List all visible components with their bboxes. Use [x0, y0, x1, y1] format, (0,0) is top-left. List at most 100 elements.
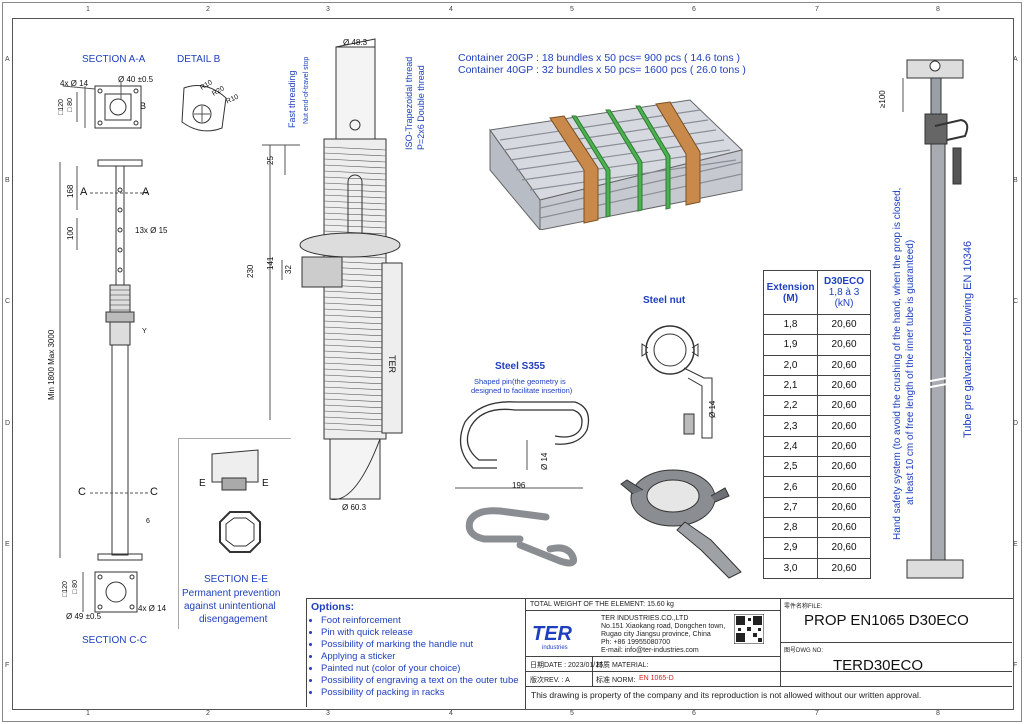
norm-label: 标准 NORM: — [596, 677, 636, 684]
section-ee-title: SECTION E-E — [204, 574, 268, 585]
prop-dim-y: Y — [142, 328, 147, 335]
grid-row-c: C — [5, 298, 11, 305]
table-cell-load: 20,60 — [817, 476, 871, 498]
section-ee-note-1: Permanent prevention — [182, 588, 281, 599]
section-ee-panel — [178, 438, 291, 629]
section-aa-label-b: B — [140, 101, 147, 111]
title-block-line-3 — [525, 671, 1012, 672]
table-cell-load: 20,60 — [817, 395, 871, 417]
grid-col-7: 7 — [815, 6, 819, 13]
table-cell-extension: 3,0 — [762, 557, 819, 579]
table-cell-extension: 2,9 — [762, 537, 819, 559]
prop-dim-100: 100 — [66, 226, 75, 240]
thread-view-drawing — [262, 38, 403, 500]
table-header-extension-unit: (M) — [783, 292, 799, 304]
table-cell-load: 20,60 — [817, 435, 871, 458]
material-label: 材质 MATERIAL: — [596, 662, 649, 669]
table-cell-extension: 1,9 — [762, 334, 819, 356]
pin-3d-illustration — [465, 507, 577, 567]
revision: 版次REV. : A — [530, 677, 570, 684]
grid-row-a-right: A — [1013, 56, 1018, 63]
title-block-line-5 — [780, 642, 1012, 643]
detail-b-title: DETAIL B — [177, 54, 221, 65]
section-cc-square-dim: □120 — [62, 581, 69, 597]
thread-dim-top: Ø 48.3 — [343, 38, 368, 47]
table-cell-extension: 2,6 — [762, 476, 819, 498]
section-aa-drawing — [62, 82, 142, 129]
grid-col-2: 2 — [206, 6, 210, 13]
options-title: Options: — [311, 601, 355, 613]
grid-row-e: E — [5, 541, 10, 548]
section-cc-circle-dim: Ø 49 ±0.5 — [66, 612, 102, 621]
section-ee-note-2: against unintentional — [184, 601, 276, 612]
company-address-2: Rugao city Jiangsu province, China — [601, 631, 711, 638]
section-ee-note-3: disengagement — [199, 614, 268, 625]
table-cell-load: 20,60 — [817, 557, 871, 579]
total-weight: TOTAL WEIGHT OF THE ELEMENT: 15.60 kg — [530, 601, 674, 608]
table-cell-extension: 1,8 — [762, 313, 819, 336]
table-cell-extension: 2,7 — [762, 496, 819, 518]
hand-safety-line-2: at least 10 cm of free length of the inn… — [905, 239, 916, 505]
norm-value: EN 1065-D — [639, 675, 674, 682]
grid-row-a: A — [5, 56, 10, 63]
steel-pin-note-1: Shaped pin(the geometry is — [474, 377, 566, 386]
company-email: E-mail: info@ter-industries.com — [601, 647, 699, 654]
thread-dim-32: 32 — [284, 265, 293, 274]
grid-col-4-bottom: 4 — [449, 710, 453, 717]
thread-nut-stop: Nut end-of-travel stop — [303, 56, 310, 124]
section-cc-inner-dim: □ 80 — [72, 580, 79, 594]
table-cell-load: 20,60 — [817, 537, 871, 559]
steel-pin-drawing — [455, 401, 590, 489]
section-cc-holes-dim: 4x Ø 14 — [138, 604, 167, 613]
table-cell-load: 20,60 — [817, 374, 871, 397]
qr-code-icon — [734, 614, 764, 644]
thread-dim-25: 25 — [266, 156, 275, 165]
section-ee-e-left: E — [199, 478, 206, 489]
title-block-line-4 — [525, 686, 1012, 687]
prop-section-c-left: C — [78, 486, 86, 498]
dwg-value: TERD30ECO — [833, 657, 924, 674]
section-cc-drawing — [82, 571, 138, 613]
right-dim-100: ≥100 — [878, 90, 887, 108]
steel-nut-dim: Ø 14 — [708, 400, 717, 418]
table-cell-extension: 2,0 — [762, 354, 819, 376]
grid-col-6: 6 — [692, 6, 696, 13]
prop-section-c-right: C — [150, 486, 158, 498]
table-cell-load: 20,60 — [817, 354, 871, 376]
grid-col-8: 8 — [936, 6, 940, 13]
table-cell-extension: 2,5 — [762, 456, 819, 478]
grid-row-f: F — [5, 662, 10, 669]
section-aa-circle-dim: Ø 40 ±0.5 — [118, 75, 154, 84]
tube-galvanized-note: Tube pre galvanized following EN 10346 — [962, 240, 974, 438]
table-header-unit: (kN) — [834, 298, 854, 309]
file-label: 零件名称FILE: — [784, 604, 823, 610]
prop-dim-minmax: Min 1800 Max 3000 — [47, 329, 56, 400]
company-name: TER INDUSTRIES.CO.,LTD — [601, 615, 689, 622]
section-ee-drawing — [211, 449, 261, 553]
steel-nut-drawing — [641, 325, 713, 439]
thread-dim-141: 141 — [266, 256, 275, 270]
grid-col-5: 5 — [570, 6, 574, 13]
prop-dim-holes: 13x Ø 15 — [135, 226, 168, 235]
options-item: Painted nut (color of your choice) — [321, 663, 525, 675]
thread-brand: TER — [387, 355, 397, 373]
thread-iso: ISO-Trapezoidal thread — [404, 56, 414, 150]
prop-dim-168: 168 — [66, 184, 75, 198]
section-aa-title: SECTION A-A — [82, 54, 146, 65]
grid-col-3-bottom: 3 — [326, 710, 330, 717]
grid-row-e-right: E — [1013, 541, 1018, 548]
steel-pin-note-2: designed to facilitate insertion) — [471, 386, 573, 395]
section-aa-holes-dim: 4x Ø 14 — [60, 79, 89, 88]
prop-section-a-right: A — [142, 186, 150, 198]
